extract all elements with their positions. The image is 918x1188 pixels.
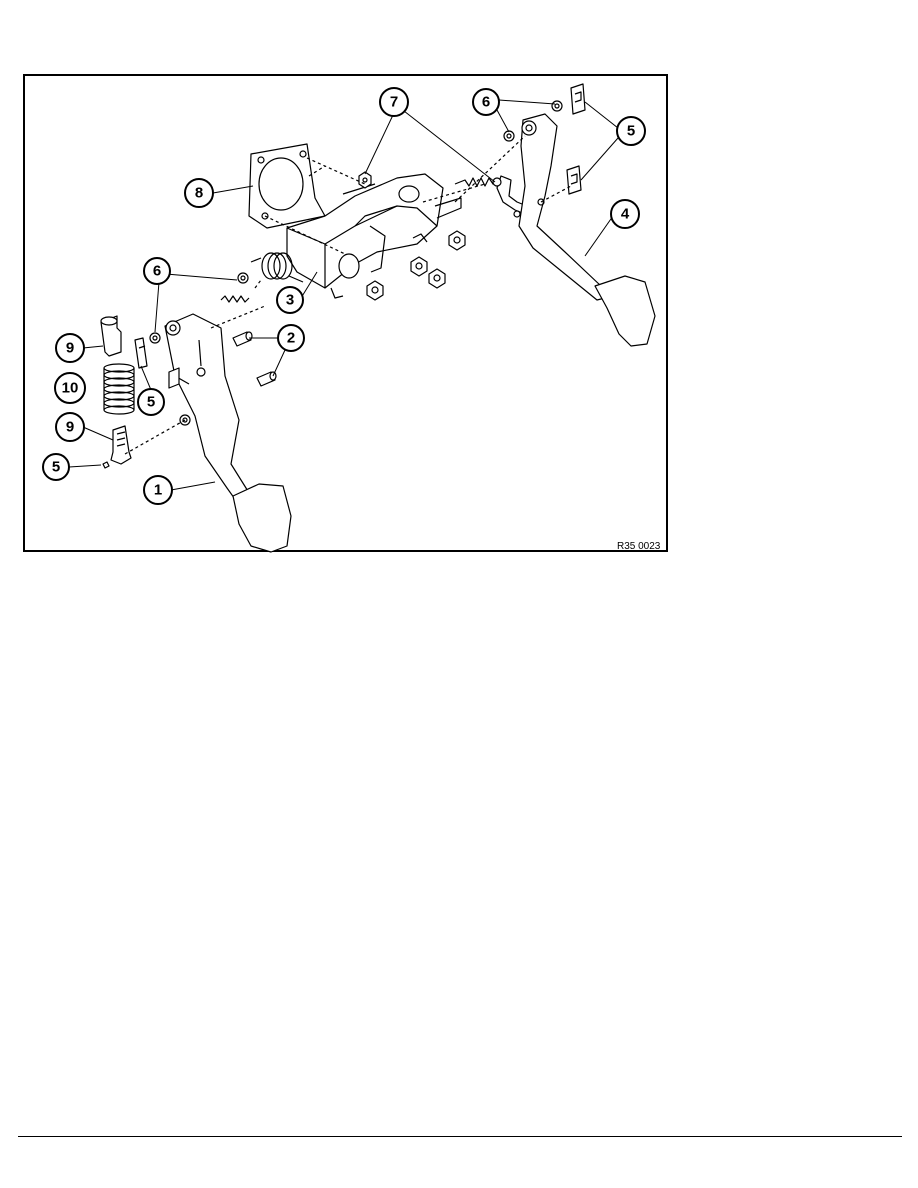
svg-text:5: 5 [52, 459, 60, 476]
nut [366, 280, 384, 301]
return-spring-lever [454, 175, 528, 218]
nut [428, 268, 446, 289]
svg-text:2: 2 [287, 330, 295, 347]
bushing [551, 100, 563, 112]
bushing [149, 332, 161, 344]
svg-text:10: 10 [62, 380, 79, 397]
pedal-bracket [286, 173, 486, 299]
pedal-assembly-diagram: 7 6 5 8 4 6 3 2 9 10 5 9 5 1 R35 0023 [42, 83, 661, 553]
spring-seat-upper [100, 315, 122, 357]
callout-2: 2 [277, 324, 305, 352]
svg-text:7: 7 [390, 94, 398, 111]
gasket-plate [248, 143, 326, 229]
bushing [503, 130, 515, 142]
tension-spring [220, 295, 250, 303]
callout-3: 3 [276, 286, 304, 314]
clip [570, 83, 586, 115]
callout-6: 6 [143, 257, 171, 285]
nut [410, 256, 428, 277]
svg-text:6: 6 [482, 94, 490, 111]
compression-spring [103, 363, 135, 415]
svg-text:1: 1 [154, 482, 162, 499]
callout-1: 1 [143, 475, 173, 505]
bracket-nuts [358, 171, 466, 301]
footer-rule [18, 1136, 902, 1137]
callout-5: 5 [616, 116, 646, 146]
exploded-diagram-frame: 7 6 5 8 4 6 3 2 9 10 5 9 5 1 R35 0023 [23, 74, 668, 553]
pivot-pins [232, 331, 277, 387]
spring-seat-lower [110, 425, 132, 465]
svg-text:5: 5 [627, 123, 635, 140]
svg-text:6: 6 [153, 263, 161, 280]
nut [358, 171, 372, 189]
callout-7: 7 [379, 87, 409, 117]
figure-code: R35 0023 [617, 541, 661, 552]
callout-5: 5 [137, 388, 165, 416]
callout-6: 6 [472, 88, 500, 116]
brake-pedal [518, 113, 656, 347]
bushing [237, 272, 249, 284]
callout-9: 9 [55, 412, 85, 442]
clip [566, 165, 582, 195]
callout-9: 9 [55, 333, 85, 363]
clutch-pedal [164, 313, 292, 553]
diagram-artwork [100, 83, 656, 553]
leader-lines [68, 99, 619, 491]
callout-8: 8 [184, 178, 214, 208]
nut [448, 230, 466, 251]
torsion-spring [250, 252, 304, 283]
clip [134, 337, 148, 369]
svg-text:5: 5 [147, 394, 155, 411]
svg-text:8: 8 [195, 185, 203, 202]
clip [168, 367, 180, 389]
clip [102, 461, 110, 469]
svg-text:4: 4 [621, 206, 630, 223]
callout-4: 4 [610, 199, 640, 229]
assembly-lines [124, 135, 572, 455]
svg-text:9: 9 [66, 340, 74, 357]
svg-text:9: 9 [66, 419, 74, 436]
callout-5: 5 [42, 453, 70, 481]
callout-10: 10 [54, 372, 86, 404]
callouts: 7 6 5 8 4 6 3 2 9 10 5 9 5 1 [42, 87, 646, 505]
svg-text:3: 3 [286, 292, 294, 309]
